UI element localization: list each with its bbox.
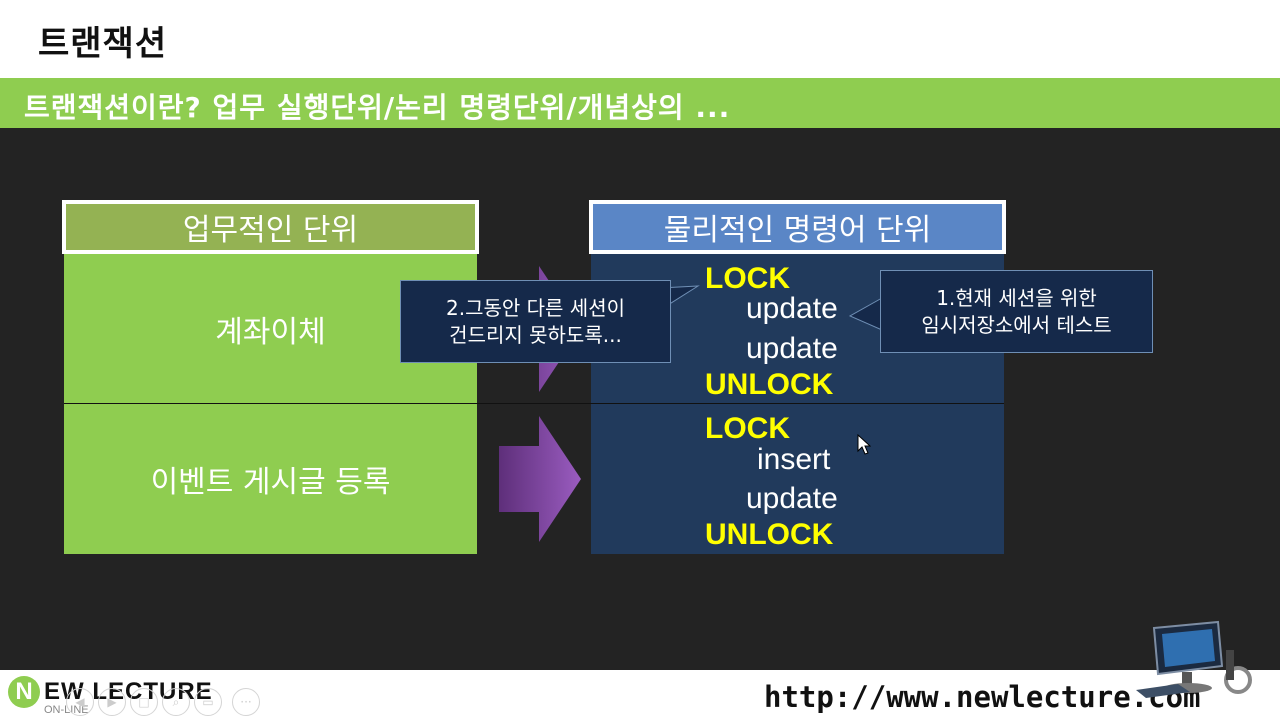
callout-line: 1.현재 세션을 위한	[936, 285, 1097, 310]
subtitle-bar: 트랜잭션이란? 업무 실행단위/논리 명령단위/개념상의 ...	[0, 78, 1280, 128]
callout-lock-note: 2.그동안 다른 세션이 건드리지 못하도록...	[400, 280, 671, 363]
sql-operation: update	[746, 332, 838, 365]
sql-operation: update	[746, 482, 838, 515]
next-slide-button[interactable]: ▶	[98, 688, 126, 716]
sql-operation: insert	[757, 443, 831, 476]
unlock-keyword: UNLOCK	[705, 518, 834, 551]
prev-slide-button[interactable]: ◀	[66, 688, 94, 716]
newlecture-logo-icon: N	[8, 676, 40, 708]
business-unit-header: 업무적인 단위	[62, 200, 479, 254]
physical-command-header: 물리적인 명령어 단위	[589, 200, 1006, 254]
more-options-button[interactable]: ···	[232, 688, 260, 716]
business-item-event-post: 이벤트 게시글 등록	[64, 404, 477, 554]
zoom-button[interactable]: ⌕	[162, 688, 190, 716]
computer-illustration-icon	[1136, 620, 1252, 698]
mouse-cursor-icon	[857, 434, 871, 455]
title-bar: 트랜잭션	[0, 0, 1280, 78]
slide-subtitle: 트랜잭션이란? 업무 실행단위/논리 명령단위/개념상의 ...	[24, 91, 731, 124]
callout-temp-storage-note: 1.현재 세션을 위한 임시저장소에서 테스트	[880, 270, 1153, 353]
arrow-right-icon	[499, 416, 581, 542]
command-block-2	[591, 404, 1004, 554]
footer: N EW LECTURE ON-LINE ◀ ▶ □ ⌕ ▭ ··· http:…	[0, 670, 1280, 720]
lock-keyword: LOCK	[705, 262, 790, 295]
website-url: http://www.newlecture.com	[764, 680, 1201, 714]
lock-keyword: LOCK	[705, 412, 790, 445]
slide-view-button[interactable]: ▭	[194, 688, 222, 716]
callout-line: 임시저장소에서 테스트	[921, 312, 1112, 337]
row-divider	[64, 403, 1004, 404]
callout-line: 2.그동안 다른 세션이	[446, 295, 625, 320]
unlock-keyword: UNLOCK	[705, 368, 834, 401]
callout-line: 건드리지 못하도록...	[449, 322, 622, 347]
page-title: 트랜잭션	[38, 24, 168, 64]
pen-tool-button[interactable]: □	[130, 688, 158, 716]
sql-operation: update	[746, 292, 838, 325]
